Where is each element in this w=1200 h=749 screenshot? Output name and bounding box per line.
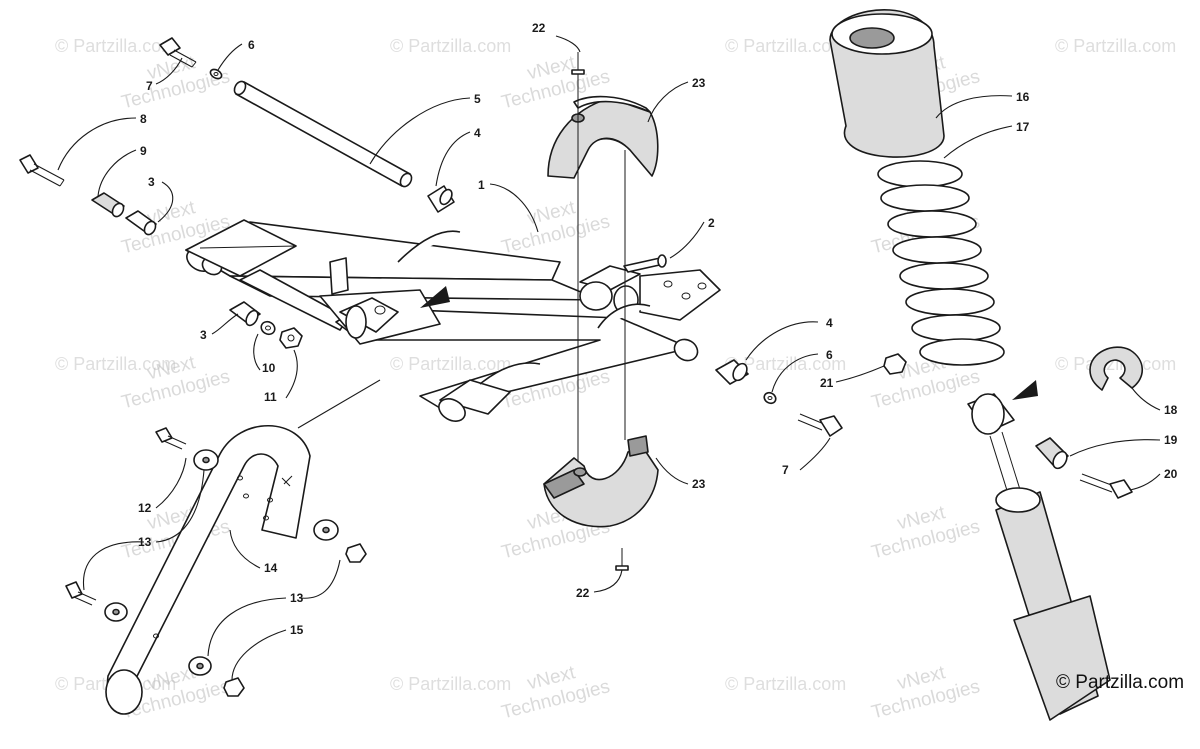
part-nut bbox=[345, 543, 367, 563]
part-screw bbox=[571, 52, 585, 75]
callout-label: 23 bbox=[692, 477, 706, 491]
callout-label: 17 bbox=[1016, 120, 1030, 134]
callout-label: 10 bbox=[262, 361, 276, 375]
watermark-partzilla: © Partzilla.com bbox=[55, 354, 176, 374]
callout-label: 5 bbox=[474, 92, 481, 106]
watermark-partzilla: © Partzilla.com bbox=[1055, 354, 1176, 374]
part-bolt bbox=[19, 154, 65, 187]
callout-label: 1 bbox=[478, 178, 485, 192]
callout-label: 15 bbox=[290, 623, 304, 637]
part-shaft bbox=[233, 80, 413, 188]
part-clip bbox=[1089, 346, 1144, 391]
callout-label: 2 bbox=[708, 216, 715, 230]
watermark-partzilla: © Partzilla.com bbox=[390, 36, 511, 56]
part-upper-bumper-cap bbox=[547, 95, 659, 179]
watermark-partzilla: © Partzilla.com bbox=[1055, 36, 1176, 56]
part-bushing bbox=[715, 359, 749, 385]
callout-label: 13 bbox=[138, 535, 152, 549]
part-washer bbox=[188, 656, 212, 676]
callout-label: 16 bbox=[1016, 90, 1030, 104]
part-washer bbox=[260, 320, 276, 336]
part-lower-bumper-cap bbox=[543, 435, 659, 528]
watermark-partzilla: © Partzilla.com bbox=[725, 354, 846, 374]
part-shock-spring bbox=[877, 160, 1005, 366]
callout-label: 8 bbox=[140, 112, 147, 126]
callout-label: 11 bbox=[264, 390, 277, 404]
part-spacer bbox=[1035, 437, 1069, 470]
watermark-partzilla: © Partzilla.com bbox=[55, 36, 176, 56]
callout-label: 9 bbox=[140, 144, 147, 158]
callout-label: 22 bbox=[576, 586, 590, 600]
copyright-notice: © Partzilla.com bbox=[1056, 672, 1184, 693]
part-washer bbox=[209, 68, 223, 80]
part-pin bbox=[623, 254, 667, 273]
watermark-partzilla: © Partzilla.com bbox=[390, 354, 511, 374]
part-shock-body bbox=[967, 393, 1111, 721]
part-washer bbox=[763, 391, 777, 405]
callout-label: 20 bbox=[1164, 467, 1178, 481]
part-swing-arm bbox=[185, 219, 721, 422]
callout-label: 19 bbox=[1164, 433, 1178, 447]
callout-label: 18 bbox=[1164, 403, 1178, 417]
callout-label: 3 bbox=[148, 175, 155, 189]
part-shock-boot bbox=[829, 9, 945, 158]
part-nut bbox=[883, 353, 907, 375]
callout-label: 14 bbox=[264, 561, 278, 575]
part-nut bbox=[279, 327, 303, 349]
callout-label: 23 bbox=[692, 76, 706, 90]
callout-label: 4 bbox=[474, 126, 481, 140]
callout-label: 22 bbox=[532, 21, 546, 35]
watermark-partzilla: © Partzilla.com bbox=[390, 674, 511, 694]
callout-label: 3 bbox=[200, 328, 207, 342]
callout-label: 6 bbox=[248, 38, 255, 52]
watermark-partzilla: © Partzilla.com bbox=[725, 674, 846, 694]
callout-label: 13 bbox=[290, 591, 304, 605]
part-bolt bbox=[797, 413, 843, 437]
callout-label: 4 bbox=[826, 316, 833, 330]
part-bracket bbox=[105, 425, 311, 715]
callout-label: 21 bbox=[820, 376, 834, 390]
leader-lines bbox=[57, 35, 1161, 681]
part-spacer bbox=[91, 192, 125, 218]
watermark-partzilla: © Partzilla.com bbox=[725, 36, 846, 56]
part-bolt bbox=[65, 581, 97, 606]
callout-label: 7 bbox=[782, 463, 789, 477]
part-bushing bbox=[427, 185, 455, 213]
part-nut bbox=[223, 677, 245, 697]
direction-arrow-icon bbox=[1012, 380, 1038, 400]
part-bolt bbox=[155, 427, 187, 450]
part-bushing bbox=[229, 301, 261, 327]
callout-labels: 6 7 5 4 8 9 3 1 2 3 10 11 4 6 7 22 23 23… bbox=[138, 21, 1178, 637]
part-bushing bbox=[125, 210, 157, 236]
part-washer bbox=[313, 519, 339, 541]
direction-arrow-icon bbox=[420, 286, 450, 308]
callout-label: 6 bbox=[826, 348, 833, 362]
callout-label: 12 bbox=[138, 501, 152, 515]
part-washer bbox=[104, 602, 128, 622]
part-screw bbox=[615, 548, 629, 571]
callout-label: 7 bbox=[146, 79, 153, 93]
part-bolt bbox=[1079, 473, 1133, 499]
part-washer bbox=[193, 449, 219, 471]
